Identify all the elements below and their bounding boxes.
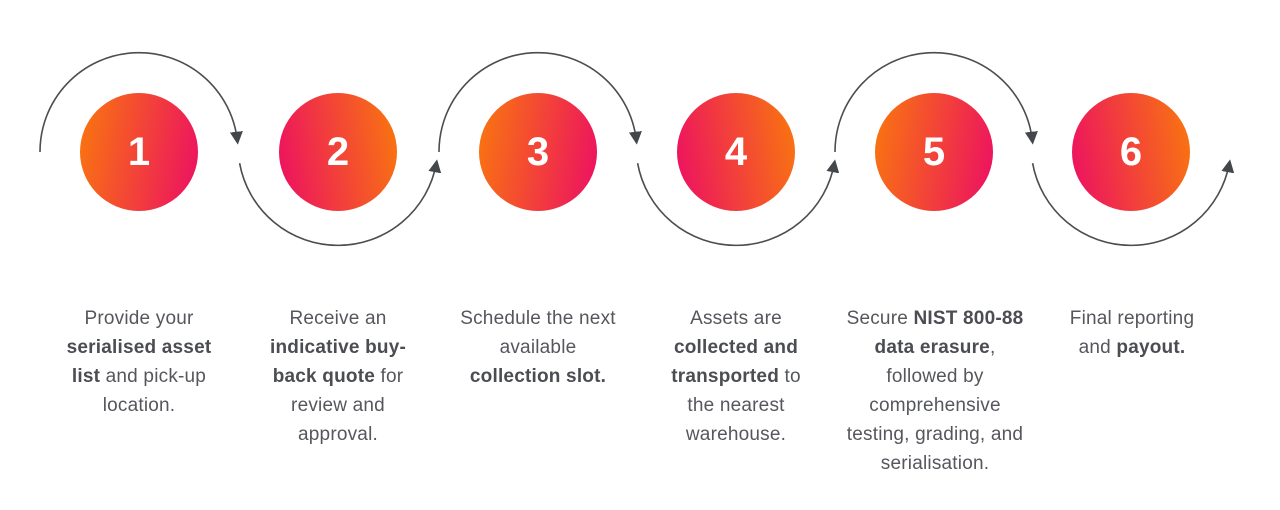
step-circle-3: 3 <box>479 93 597 211</box>
step-number-6: 6 <box>1119 130 1143 174</box>
step-number-1: 1 <box>127 130 151 174</box>
step-description-3: Schedule the next available collection s… <box>460 308 616 387</box>
step-description-5: Secure NIST 800-88 data erasure, followe… <box>846 308 1024 474</box>
step-number-2: 2 <box>326 130 350 174</box>
step-circle-6: 6 <box>1072 93 1190 211</box>
step-number-5: 5 <box>922 130 946 174</box>
step-circle-4: 4 <box>677 93 795 211</box>
step-circle-2: 2 <box>279 93 397 211</box>
step-description-1: Provide your serialised asset list and p… <box>66 308 212 416</box>
step-description-4: Assets are collected and transported to … <box>671 308 801 445</box>
step-number-3: 3 <box>526 130 550 174</box>
arc-under-step-6 <box>1031 159 1235 247</box>
step-circle-5: 5 <box>875 93 993 211</box>
arc-over-step-3 <box>438 51 642 153</box>
arc-over-step-1 <box>39 51 243 153</box>
arc-under-step-2 <box>238 159 442 247</box>
step-circle-1: 1 <box>80 93 198 211</box>
flow-arrows <box>39 51 1235 247</box>
arc-over-step-5 <box>834 51 1038 153</box>
step-number-4: 4 <box>724 130 748 174</box>
step-description-6: Final reporting and payout. <box>1069 308 1195 358</box>
step-description-2: Receive an indicative buy-back quote for… <box>269 308 407 445</box>
arc-under-step-4 <box>636 159 840 247</box>
